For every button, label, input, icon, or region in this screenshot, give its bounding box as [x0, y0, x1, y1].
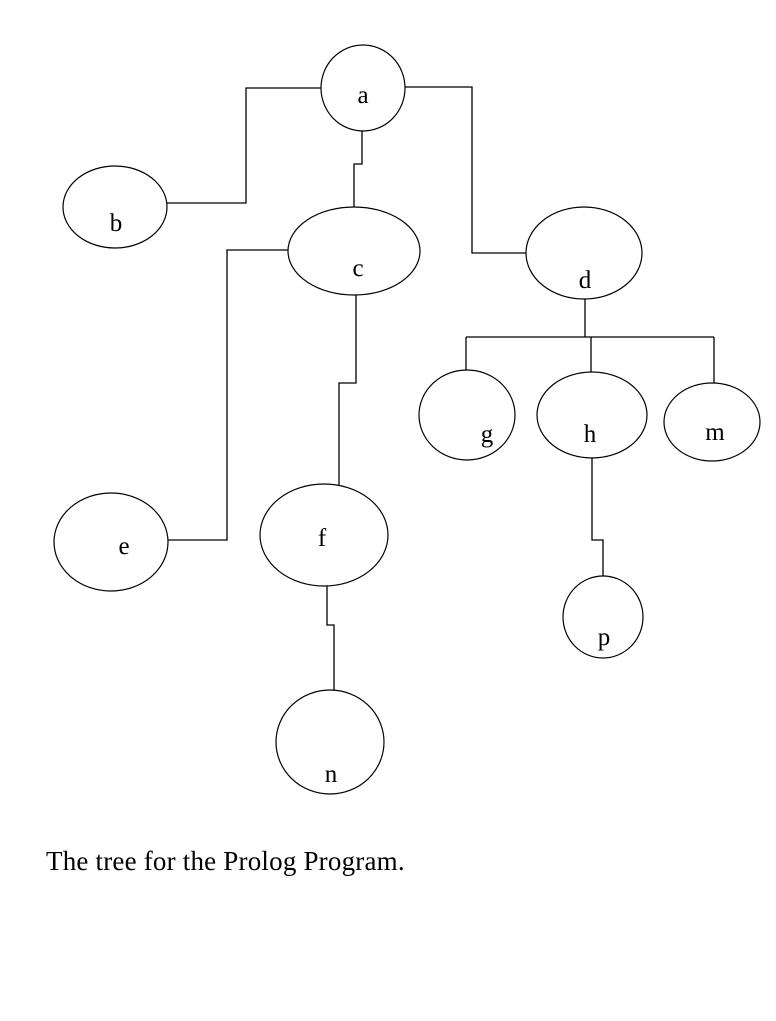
tree-node-c[interactable]: c: [287, 206, 421, 296]
tree-node-h[interactable]: h: [536, 371, 648, 459]
node-label-h: h: [584, 421, 597, 448]
tree-node-a[interactable]: a: [320, 44, 406, 132]
node-label-g: g: [481, 421, 494, 448]
node-circle-p: [562, 575, 644, 659]
node-label-m: m: [705, 419, 725, 446]
figure-caption: The tree for the Prolog Program.: [46, 846, 405, 876]
tree-node-m[interactable]: m: [663, 382, 761, 462]
node-circle-a: [320, 44, 406, 132]
edge-a-b: [167, 87, 321, 204]
node-label-p: p: [598, 624, 611, 651]
edge-c-f: [338, 295, 357, 487]
nodes-layer: a b c d e f g h m n p: [53, 44, 761, 795]
tree-node-f[interactable]: f: [259, 483, 389, 587]
node-label-e: e: [118, 533, 129, 560]
node-circle-c: [287, 206, 421, 296]
node-label-d: d: [579, 267, 592, 294]
node-label-c: c: [352, 255, 363, 282]
node-circle-h: [536, 371, 648, 459]
node-label-a: a: [357, 82, 368, 109]
edge-f-n: [326, 586, 335, 698]
node-circle-n: [275, 689, 385, 795]
tree-node-e[interactable]: e: [53, 492, 169, 592]
node-circle-e: [53, 492, 169, 592]
tree-node-g[interactable]: g: [418, 369, 516, 461]
node-circle-g: [418, 369, 516, 461]
node-circle-b: [62, 165, 168, 249]
node-circle-m: [663, 382, 761, 462]
edge-c-e: [168, 249, 288, 541]
edge-a-d: [405, 86, 527, 254]
tree-node-b[interactable]: b: [62, 165, 168, 249]
node-label-f: f: [318, 525, 327, 552]
tree-node-d[interactable]: d: [525, 206, 643, 300]
node-circle-d: [525, 206, 643, 300]
node-label-n: n: [325, 761, 338, 788]
node-label-b: b: [110, 210, 123, 237]
tree-node-p[interactable]: p: [562, 575, 644, 659]
node-circle-f: [259, 483, 389, 587]
tree-node-n[interactable]: n: [275, 689, 385, 795]
edges-layer: [167, 86, 715, 698]
edge-a-c: [353, 131, 363, 212]
